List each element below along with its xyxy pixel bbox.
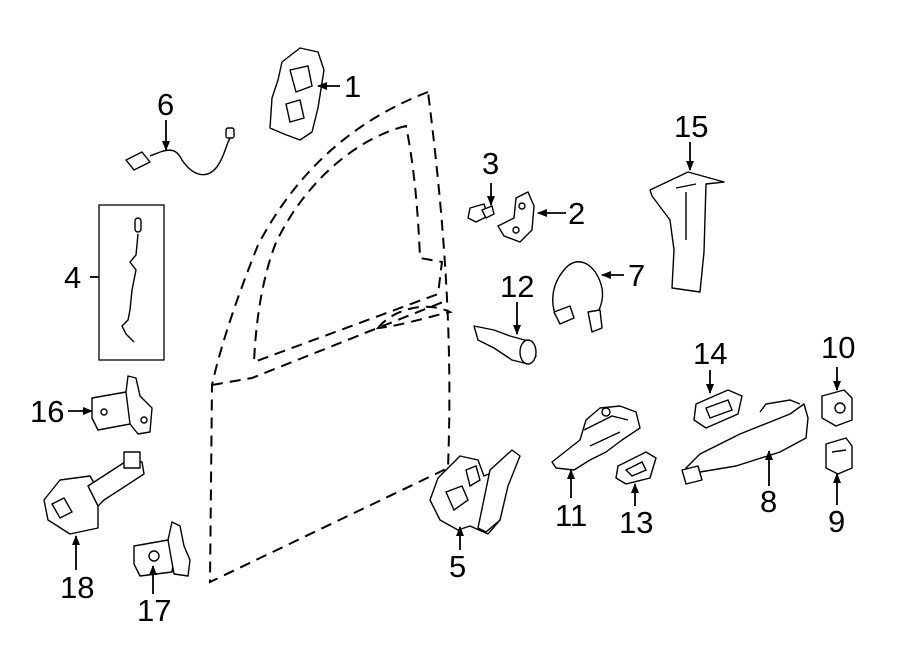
part-7-release-cable	[552, 261, 604, 333]
part-11-handle-carrier	[551, 405, 641, 471]
part-2-bracket	[497, 191, 535, 243]
callout-pointers	[68, 82, 841, 594]
callout-12: 12	[500, 269, 534, 304]
part-9-cap	[825, 437, 853, 475]
callout-9: 9	[828, 504, 845, 539]
callout-16: 16	[30, 394, 64, 429]
callout-labels: 1 2 3 4 5 6 7 8 9 10 11 12 13 14 15 16 1…	[30, 69, 855, 628]
part-15-water-shield	[649, 171, 725, 293]
callout-5: 5	[449, 549, 466, 584]
callout-10: 10	[821, 330, 855, 365]
callout-1: 1	[344, 69, 361, 104]
part-13-cover	[615, 451, 657, 485]
callout-11: 11	[555, 498, 587, 533]
part-5-door-latch	[429, 449, 521, 535]
callout-4: 4	[64, 260, 81, 295]
part-8-outside-handle	[681, 399, 809, 485]
callout-8: 8	[760, 484, 777, 519]
callout-17: 17	[137, 593, 171, 628]
part-3-bolt	[467, 203, 495, 223]
part-12-lock-cylinder	[473, 325, 537, 365]
callout-2: 2	[568, 196, 585, 231]
callout-18: 18	[60, 570, 94, 605]
door-outline	[208, 90, 454, 584]
part-1-lock-actuator	[269, 47, 325, 141]
part-16-upper-hinge	[91, 375, 153, 435]
part-14-gasket	[693, 389, 743, 429]
part-18-door-check	[43, 451, 145, 535]
callout-14: 14	[693, 336, 727, 371]
part-6-wiring-harness	[125, 127, 235, 176]
callout-6: 6	[157, 87, 174, 122]
part-4-lock-rod	[98, 204, 165, 361]
part-17-lower-hinge	[133, 521, 191, 577]
callout-13: 13	[619, 505, 653, 540]
part-10-lock-cap	[821, 389, 853, 427]
callout-7: 7	[628, 258, 645, 293]
callout-15: 15	[674, 109, 708, 144]
callout-3: 3	[482, 146, 499, 181]
